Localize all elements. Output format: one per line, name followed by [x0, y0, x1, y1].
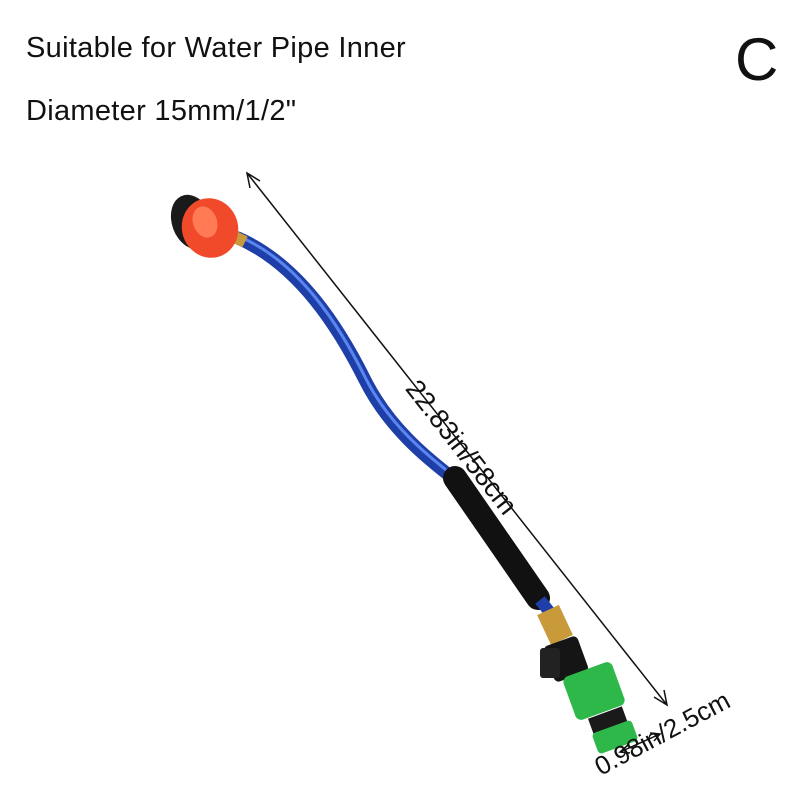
- heading-line-1: Suitable for Water Pipe Inner: [26, 32, 406, 64]
- length-arrow: [245, 171, 669, 707]
- brass-fitting: [537, 604, 573, 646]
- green-connector: [563, 662, 625, 720]
- heading-line-2: Diameter 15mm/1/2": [26, 95, 297, 127]
- blue-tube: [231, 231, 462, 487]
- variant-label: C: [735, 26, 779, 93]
- diameter-arrow: [618, 732, 662, 754]
- foam-grip: [443, 466, 550, 610]
- green-nut: [592, 720, 638, 754]
